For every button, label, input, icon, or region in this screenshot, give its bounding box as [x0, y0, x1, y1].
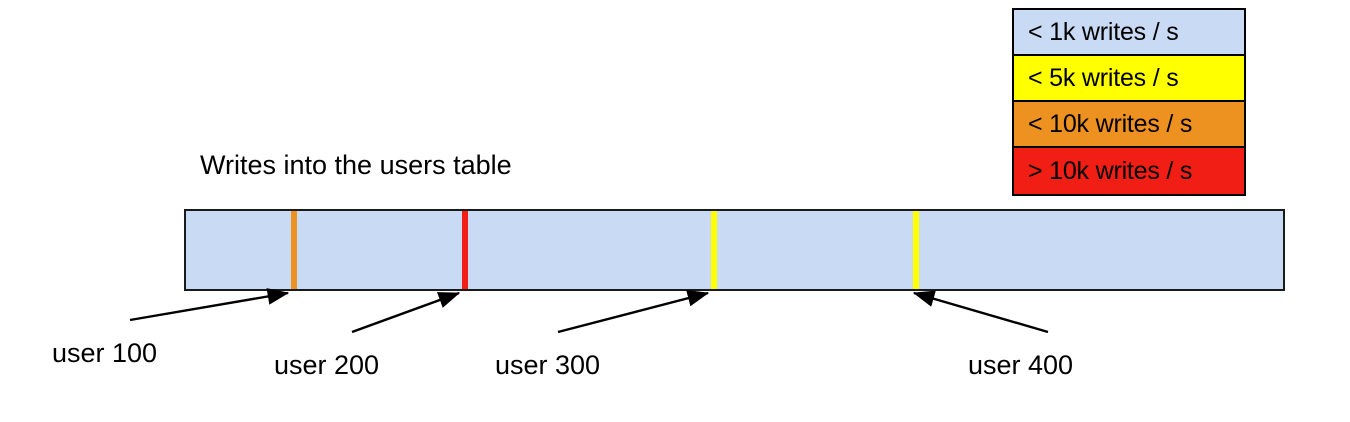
legend-label-lt-10k: < 10k writes / s [1028, 109, 1193, 138]
legend-row-lt-5k: < 5k writes / s [1014, 56, 1244, 102]
annotation-label-user-200: user 200 [274, 350, 380, 380]
annotation-label-user-400: user 400 [968, 350, 1074, 380]
legend-row-lt-10k: < 10k writes / s [1014, 102, 1244, 148]
bar-base-fill [186, 211, 1283, 289]
bar-marker-user-200 [462, 211, 468, 289]
annotation-label-user-300: user 300 [495, 350, 601, 380]
users-table-keyspace-bar [184, 209, 1285, 291]
bar-marker-user-400 [913, 211, 919, 289]
annotation-label-user-100: user 100 [52, 338, 158, 368]
legend-row-lt-1k: < 1k writes / s [1014, 10, 1244, 56]
legend-label-lt-1k: < 1k writes / s [1028, 17, 1179, 46]
legend: < 1k writes / s < 5k writes / s < 10k wr… [1012, 8, 1246, 196]
arrow-user-200 [351, 291, 461, 334]
arrow-user-100 [129, 288, 290, 322]
chart-title: Writes into the users table [200, 150, 512, 180]
arrow-user-400 [912, 290, 1049, 334]
bar-marker-user-100 [291, 211, 297, 289]
legend-label-lt-5k: < 5k writes / s [1028, 63, 1179, 92]
legend-row-gt-10k: > 10k writes / s [1014, 148, 1244, 194]
bar-marker-user-300 [711, 211, 717, 289]
legend-label-gt-10k: > 10k writes / s [1028, 156, 1193, 185]
arrow-user-300 [557, 290, 710, 334]
